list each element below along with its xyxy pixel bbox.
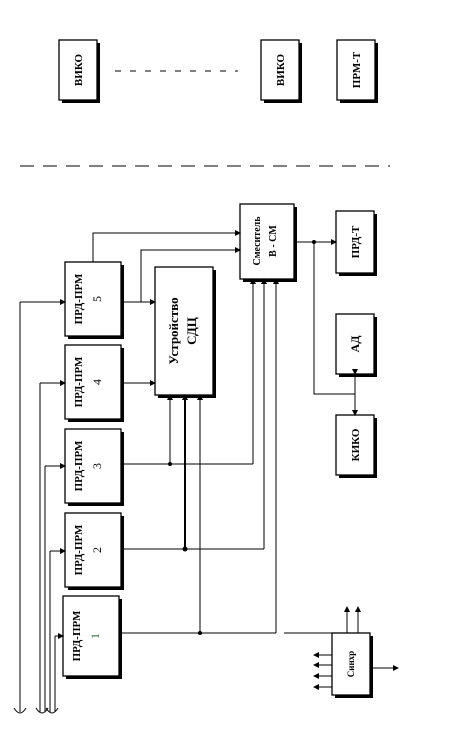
ad-block: АД: [335, 313, 377, 377]
transceiver-2-number: 2: [90, 547, 104, 553]
transceiver-2-label: ПРД-ПРМ: [73, 524, 85, 575]
tr2-wires: [121, 278, 267, 550]
sync-label: Синхр: [346, 651, 356, 677]
sdc-device-block: Устройство СДЦ: [154, 266, 216, 398]
transceiver-3: ПРД-ПРМ 3: [64, 428, 124, 506]
junction-dots: [168, 240, 316, 635]
prd-t-block: ПРД-Т: [335, 210, 377, 276]
viko-left-label: ВИКО: [73, 53, 85, 86]
mixer-line1: Смеситель: [252, 216, 263, 266]
transceiver-2: ПРД-ПРМ 2: [64, 512, 124, 590]
transceiver-3-number: 3: [90, 463, 104, 469]
kiko-label: КИКО: [350, 428, 362, 461]
transceiver-3-label: ПРД-ПРМ: [73, 440, 85, 491]
mixer-output-wires: [294, 239, 358, 416]
input-leads: [13, 299, 66, 714]
sync-block: Синхр: [331, 632, 373, 698]
transceiver-1-number: 1: [88, 633, 102, 639]
transceiver-1: ПРД-ПРМ 1: [62, 595, 122, 679]
transceiver-4: ПРД-ПРМ 4: [64, 344, 124, 422]
viko-right-block: ВИКО: [260, 39, 302, 103]
prm-t-label: ПРМ-Т: [351, 51, 363, 88]
mixer-block: Смеситель В - СМ: [239, 203, 297, 282]
viko-right-label: ВИКО: [275, 53, 287, 86]
tr3-wires: [121, 278, 256, 465]
transceiver-5-label: ПРД-ПРМ: [73, 273, 85, 324]
viko-left-block: ВИКО: [58, 39, 100, 103]
tr5-wires: [92, 230, 241, 305]
transceiver-5-number: 5: [90, 296, 104, 302]
kiko-block: КИКО: [335, 414, 377, 478]
tr1-wires: [119, 278, 279, 634]
transceiver-4-label: ПРД-ПРМ: [73, 356, 85, 407]
transceiver-4-number: 4: [90, 379, 104, 385]
sync-wires: [284, 606, 399, 690]
mixer-line2: В - СМ: [268, 225, 279, 257]
transceiver-5: ПРД-ПРМ 5: [64, 261, 124, 339]
prd-t-label: ПРД-Т: [350, 225, 362, 258]
sdc-line2: СДЦ: [184, 317, 199, 345]
sdc-line1: Устройство: [166, 297, 181, 364]
ad-label: АД: [348, 335, 362, 353]
prm-t-block: ПРМ-Т: [336, 39, 378, 103]
transceiver-1-label: ПРД-ПРМ: [71, 610, 83, 661]
